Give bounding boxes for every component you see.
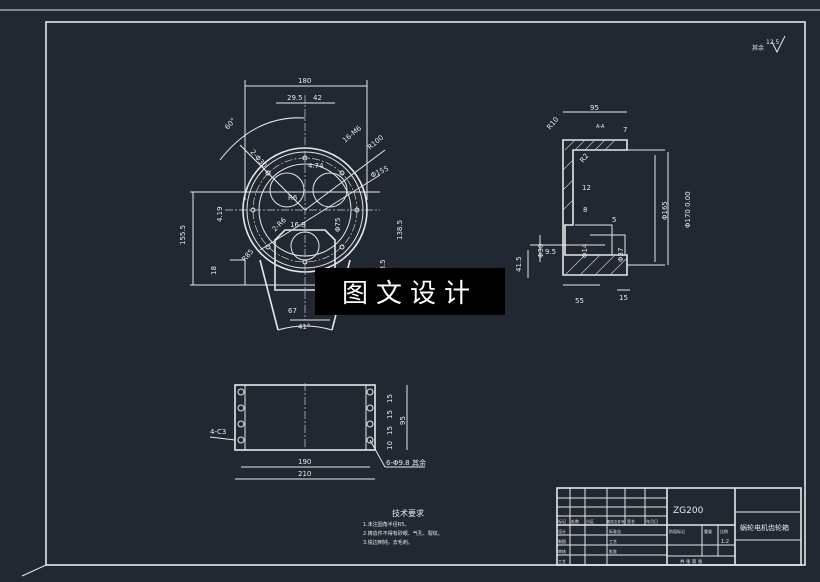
title-block: ZG200 蜗轮电机齿轮箱 标记 处数 分区 更改文件号 签名 年月日 设计 制…	[556, 487, 802, 566]
technical-requirements: 技术要求 1.未注圆角半径R5。 2.铸造件不得有砂眼、气孔、裂纹。 3.锐边倒…	[363, 508, 443, 546]
section-label: A-A	[596, 124, 605, 130]
scale-value: 1:2	[721, 539, 729, 545]
dim-label: 138.5	[396, 220, 404, 240]
dim-label: 180	[298, 77, 311, 85]
dim-label: 4.74	[308, 162, 324, 170]
dim-label: 9.5	[545, 248, 556, 256]
dim-label: 6-Φ9.8	[386, 459, 410, 467]
dim-label: 18	[210, 266, 218, 275]
dim-label: R2	[578, 152, 590, 164]
dim-label: R100	[366, 134, 385, 152]
header-cell: 更改文件号	[607, 519, 625, 524]
drawing-code: ZG200	[673, 506, 704, 516]
dim-label: 95	[590, 104, 599, 112]
dim-label: 15	[386, 426, 394, 435]
tech-req-item: 2.铸造件不得有砂眼、气孔、裂纹。	[363, 530, 443, 537]
dim-label: 210	[298, 470, 311, 478]
dim-label: 88.5	[379, 259, 387, 275]
dim-label: 12	[582, 184, 591, 192]
dim-label: 29.5	[287, 94, 303, 102]
dim-label: 4-C3	[210, 428, 226, 436]
tech-req-item: 1.未注圆角半径R5。	[363, 521, 409, 528]
section-view: 95 R10 A-A 7 R2 12 8 5 Φ165 Φ170 0.00 Φ3…	[515, 104, 692, 305]
dim-label: 60°	[223, 117, 237, 132]
dim-label: 190	[298, 458, 311, 466]
dim-label: Φ37	[617, 248, 625, 262]
header-cell: 标记	[558, 518, 566, 524]
dim-label: 8	[583, 206, 587, 214]
header-cell: 签名	[627, 518, 635, 524]
dim-label: 155.5	[179, 225, 187, 245]
dim-label: Φ155	[369, 165, 389, 180]
row-label: 工艺	[558, 559, 566, 564]
row-label: 设计	[558, 528, 566, 534]
dim-label: R6	[288, 194, 298, 202]
dim-label: 7	[623, 126, 627, 134]
header-cell: 年月日	[646, 518, 658, 524]
dim-label: 4.19	[216, 206, 224, 222]
dim-label: 15	[386, 394, 394, 403]
tech-req-item: 3.锐边倒钝，去毛刺。	[363, 539, 413, 546]
part-name: 蜗轮电机齿轮箱	[740, 523, 789, 532]
row-label: 工艺	[609, 539, 617, 544]
dim-label: Φ30	[537, 244, 545, 258]
dim-label: R10	[545, 116, 560, 132]
dim-label: 55	[575, 297, 584, 305]
dim-label: 其余	[412, 458, 426, 467]
dim-label: Φ14	[581, 243, 589, 258]
mounting-holes	[237, 388, 374, 444]
header-cell: 分区	[586, 518, 594, 524]
dim-label: 67	[288, 307, 297, 315]
row-label: 制图	[558, 538, 566, 544]
dim-label: 5	[612, 216, 616, 224]
watermark: 图文设计	[315, 268, 505, 315]
header-cell: 处数	[571, 518, 579, 524]
row-label: 标准化	[609, 528, 621, 534]
dim-label: 42	[313, 94, 322, 102]
drawing-frame	[45, 21, 806, 566]
weight-label: 重量	[704, 528, 712, 534]
row-label: 批准	[609, 548, 617, 554]
stage-label: 阶段标记	[669, 528, 685, 534]
frame-mark	[21, 564, 47, 577]
roughness-symbol: 其余 12.5	[752, 35, 786, 54]
dim-label: 41.5	[515, 256, 523, 272]
row-label: 审核	[558, 548, 566, 554]
dim-label: 16.8	[290, 221, 306, 229]
roughness-note: 其余	[752, 44, 764, 52]
dim-label: 10	[386, 441, 394, 450]
tech-req-title: 技术要求	[392, 508, 424, 518]
bottom-view: 4-C3 190 210 15 15 15 10 95 6-Φ9.8 其余	[209, 383, 426, 480]
dim-label: 2-Φ30	[248, 148, 268, 170]
dim-label: Φ170 0.00	[684, 191, 692, 228]
bolt-holes	[250, 155, 360, 265]
sheet-label: 共 张 第 张	[680, 558, 703, 565]
dim-label: 16-M6	[341, 124, 363, 145]
dim-label: 41°	[298, 323, 310, 331]
dim-label: Φ75	[334, 218, 342, 232]
dim-label: R85	[240, 248, 255, 264]
dim-label: 15	[386, 410, 394, 419]
dim-label: 15	[619, 294, 628, 302]
scale-label: 比例	[720, 528, 728, 534]
dim-label: 95	[399, 416, 407, 425]
dim-label: Φ165	[661, 201, 669, 220]
